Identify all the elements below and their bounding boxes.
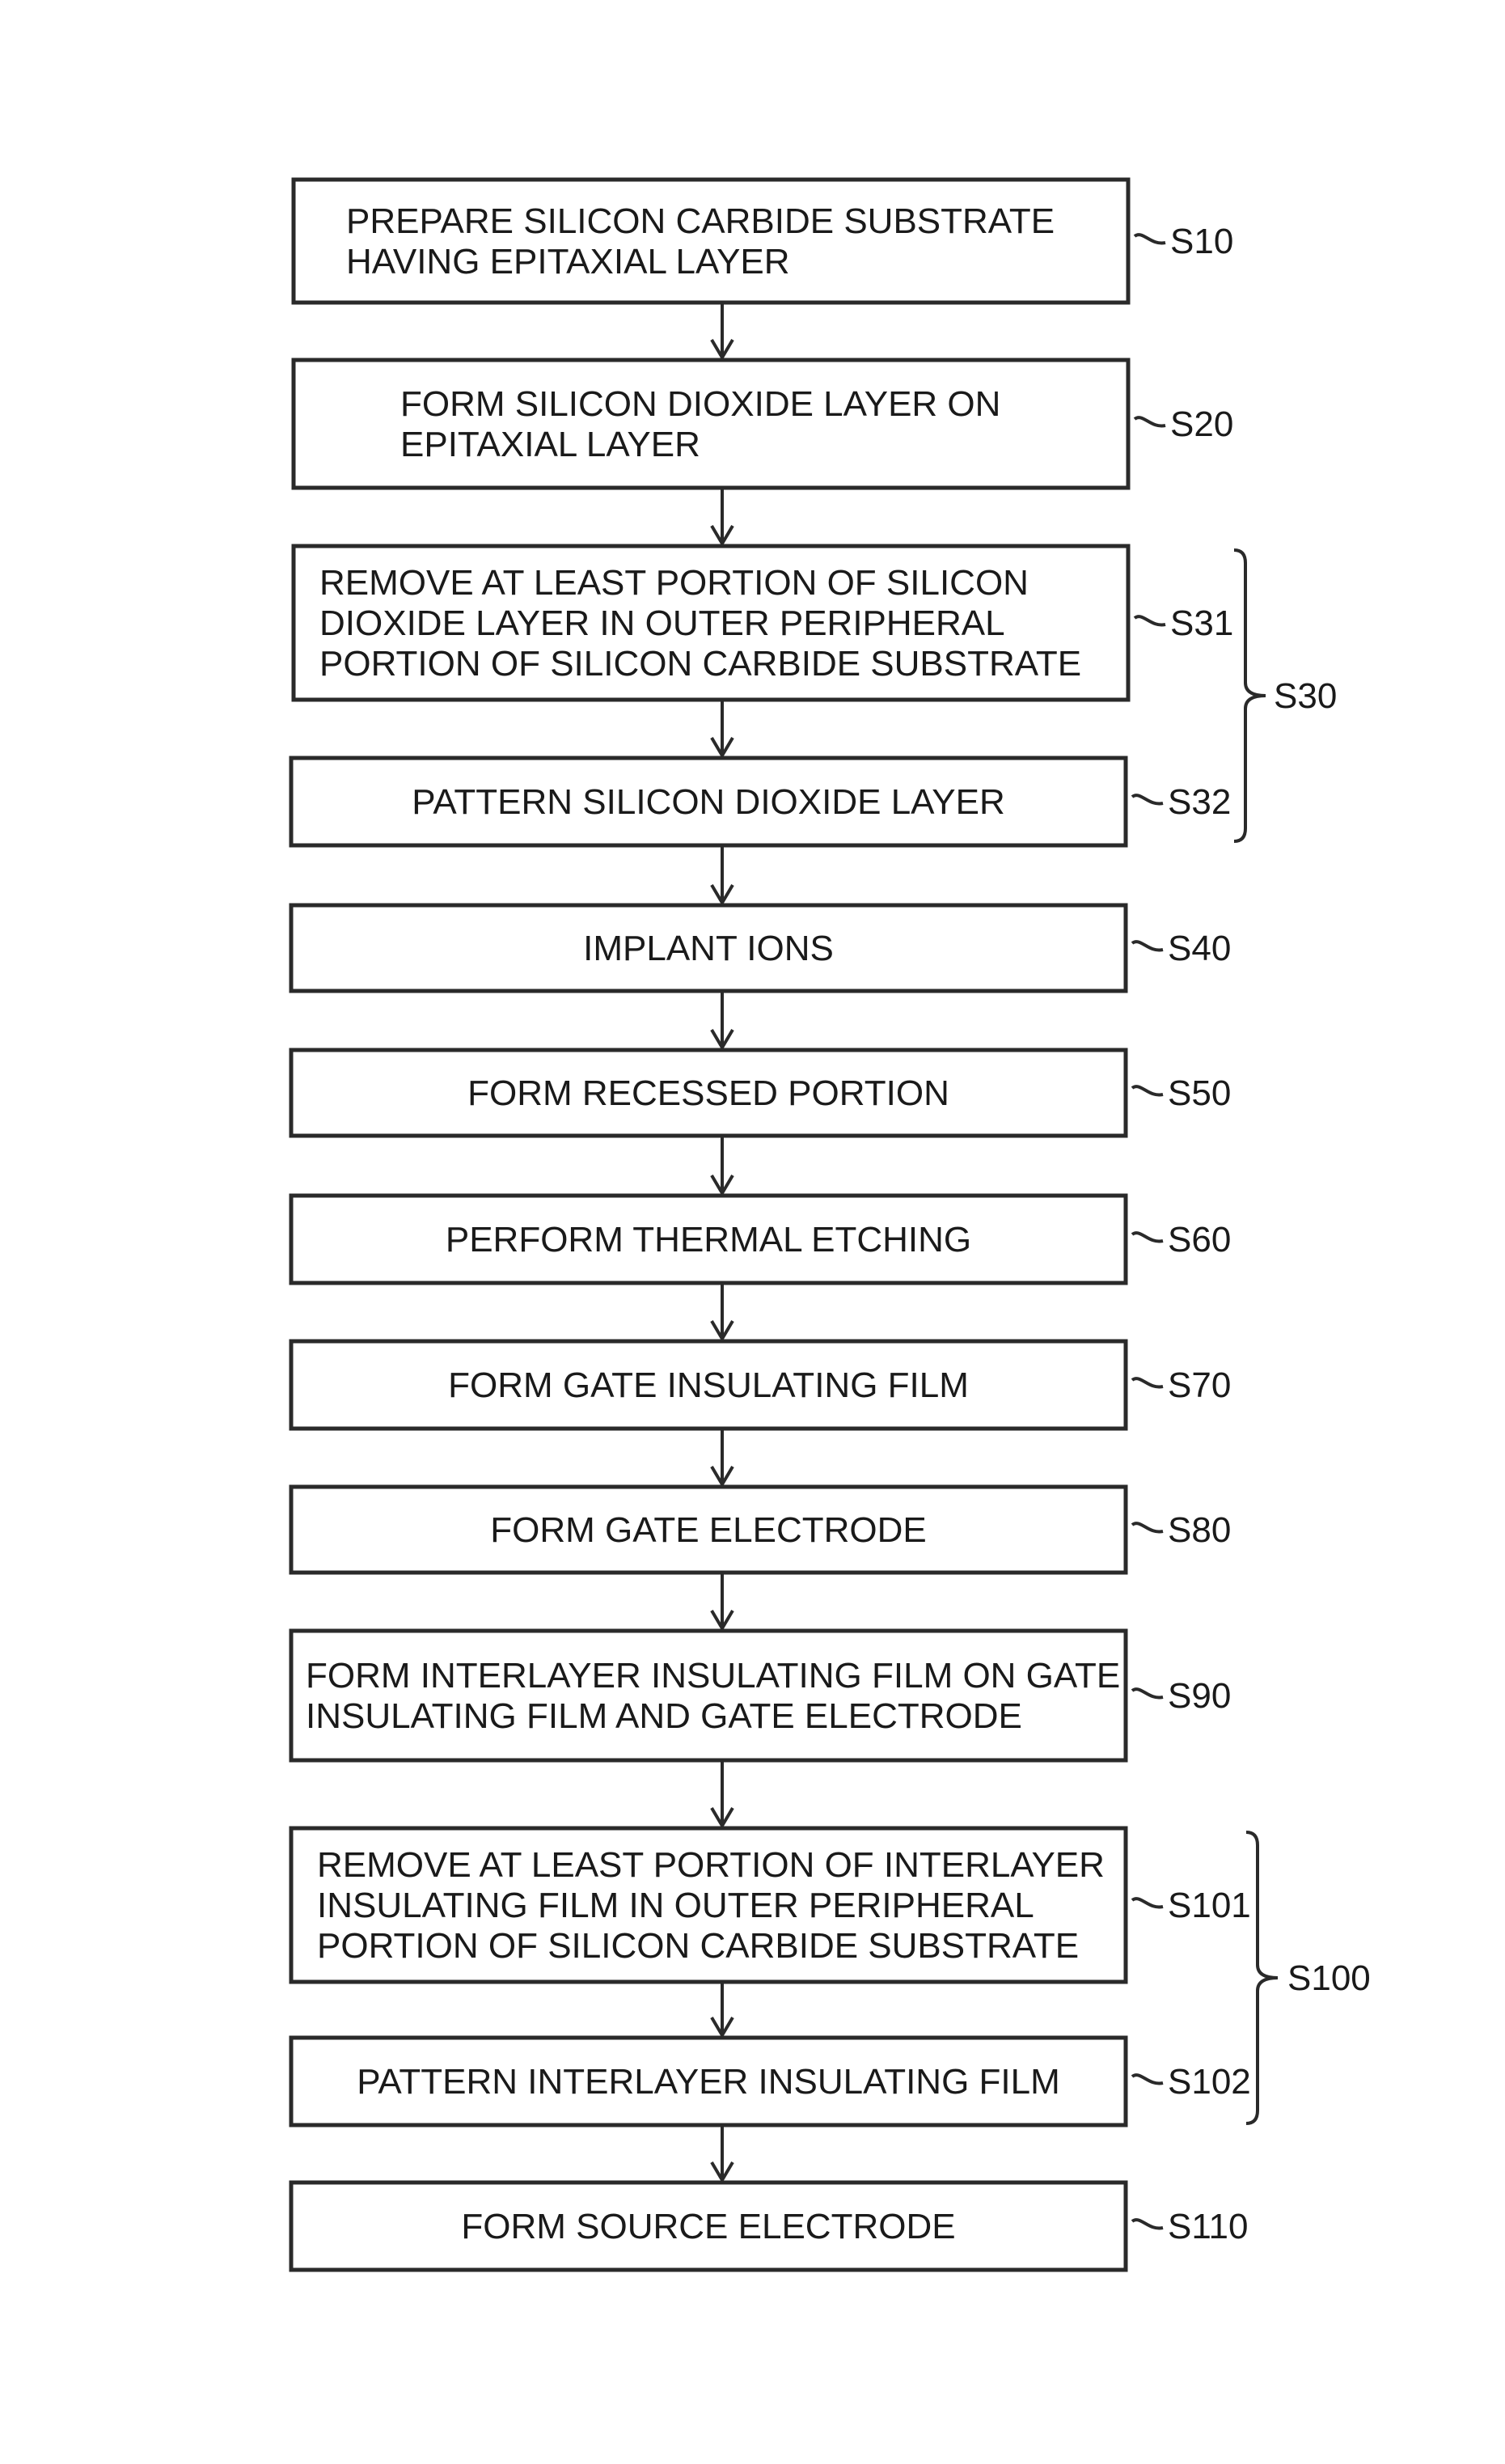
step-s20: FORM SILICON DIOXIDE LAYER ONEPITAXIAL L…	[294, 360, 1128, 488]
step-s31: REMOVE AT LEAST PORTION OF SILICONDIOXID…	[294, 546, 1128, 700]
step-text-line: EPITAXIAL LAYER	[400, 425, 700, 464]
step-label-s90: S90	[1168, 1676, 1231, 1716]
step-text-line: FORM GATE INSULATING FILM	[448, 1365, 969, 1405]
step-text-line: FORM GATE ELECTRODE	[490, 1510, 926, 1550]
step-text-line: REMOVE AT LEAST PORTION OF SILICON	[319, 563, 1029, 603]
step-s60: PERFORM THERMAL ETCHING	[291, 1196, 1126, 1283]
step-label-s31: S31	[1170, 603, 1233, 643]
connector-arrow	[712, 1762, 733, 1826]
step-text-line: FORM SILICON DIOXIDE LAYER ON	[400, 384, 1000, 424]
step-label-leader	[1132, 2075, 1163, 2083]
group-label-s30: S30	[1274, 676, 1337, 716]
step-box	[294, 360, 1128, 488]
group-bracket-s30: S30	[1234, 550, 1337, 841]
step-s40: IMPLANT IONS	[291, 905, 1126, 991]
group-bracket-s100: S100	[1246, 1832, 1371, 2123]
step-label-leader	[1132, 1899, 1163, 1907]
step-label-s102: S102	[1168, 2062, 1251, 2102]
step-label-leader	[1132, 942, 1163, 950]
step-label-leader	[1132, 795, 1163, 803]
step-text-line: PATTERN INTERLAYER INSULATING FILM	[357, 2062, 1060, 2102]
step-text-line: PORTION OF SILICON CARBIDE SUBSTRATE	[319, 644, 1081, 684]
step-label-s110: S110	[1168, 2207, 1249, 2246]
step-box	[291, 1631, 1126, 1760]
step-label-leader	[1135, 616, 1165, 624]
step-label-s70: S70	[1168, 1365, 1231, 1405]
step-label-s80: S80	[1168, 1510, 1231, 1550]
step-text-line: REMOVE AT LEAST PORTION OF INTERLAYER	[317, 1845, 1105, 1885]
step-label-leader	[1132, 1378, 1163, 1387]
connector-arrow	[712, 701, 733, 756]
step-label-leader	[1132, 1233, 1163, 1241]
step-s10: PREPARE SILICON CARBIDE SUBSTRATEHAVING …	[294, 180, 1128, 303]
step-s102: PATTERN INTERLAYER INSULATING FILM	[291, 2038, 1126, 2125]
connector-arrow	[712, 993, 733, 1048]
step-label-s40: S40	[1168, 929, 1231, 968]
step-label-s10: S10	[1170, 222, 1233, 261]
step-label-leader	[1132, 1689, 1163, 1697]
group-label-s100: S100	[1287, 1958, 1371, 1998]
step-text-line: HAVING EPITAXIAL LAYER	[346, 242, 790, 282]
step-label-s50: S50	[1168, 1073, 1231, 1113]
step-text-line: FORM INTERLAYER INSULATING FILM ON GATE	[306, 1656, 1120, 1696]
step-label-leader	[1132, 1086, 1163, 1094]
step-label-s60: S60	[1168, 1220, 1231, 1260]
step-text-line: FORM SOURCE ELECTRODE	[461, 2207, 955, 2246]
step-text-line: IMPLANT IONS	[583, 929, 834, 968]
step-s101: REMOVE AT LEAST PORTION OF INTERLAYERINS…	[291, 1828, 1126, 1982]
step-label-leader	[1132, 2220, 1163, 2228]
step-box	[294, 180, 1128, 303]
step-s110: FORM SOURCE ELECTRODE	[291, 2182, 1126, 2270]
step-text-line: PATTERN SILICON DIOXIDE LAYER	[412, 782, 1004, 822]
connector-arrow	[712, 304, 733, 358]
connector-arrow	[712, 489, 733, 544]
connector-arrow	[712, 1983, 733, 2035]
connector-arrow	[712, 1285, 733, 1339]
step-text-line: PORTION OF SILICON CARBIDE SUBSTRATE	[317, 1926, 1079, 1966]
connector-arrow	[712, 847, 733, 903]
connector-arrow	[712, 1137, 733, 1193]
step-label-s101: S101	[1168, 1886, 1251, 1925]
step-s90: FORM INTERLAYER INSULATING FILM ON GATEI…	[291, 1631, 1126, 1760]
step-label-leader	[1132, 1523, 1163, 1531]
step-label-s20: S20	[1170, 404, 1233, 444]
step-text-line: PREPARE SILICON CARBIDE SUBSTRATE	[346, 201, 1055, 241]
connector-arrow	[712, 2127, 733, 2180]
step-text-line: INSULATING FILM IN OUTER PERIPHERAL	[317, 1886, 1034, 1925]
step-text-line: INSULATING FILM AND GATE ELECTRODE	[306, 1696, 1022, 1736]
connector-arrow	[712, 1574, 733, 1628]
step-s50: FORM RECESSED PORTION	[291, 1050, 1126, 1136]
step-text-line: PERFORM THERMAL ETCHING	[446, 1220, 971, 1260]
step-text-line: FORM RECESSED PORTION	[467, 1073, 949, 1113]
connector-arrow	[712, 1430, 733, 1484]
step-label-leader	[1135, 417, 1165, 425]
step-s80: FORM GATE ELECTRODE	[291, 1487, 1126, 1573]
step-s70: FORM GATE INSULATING FILM	[291, 1341, 1126, 1429]
step-label-s32: S32	[1168, 782, 1231, 822]
step-label-leader	[1135, 235, 1165, 243]
step-text-line: DIOXIDE LAYER IN OUTER PERIPHERAL	[319, 603, 1005, 643]
step-s32: PATTERN SILICON DIOXIDE LAYER	[291, 758, 1126, 845]
